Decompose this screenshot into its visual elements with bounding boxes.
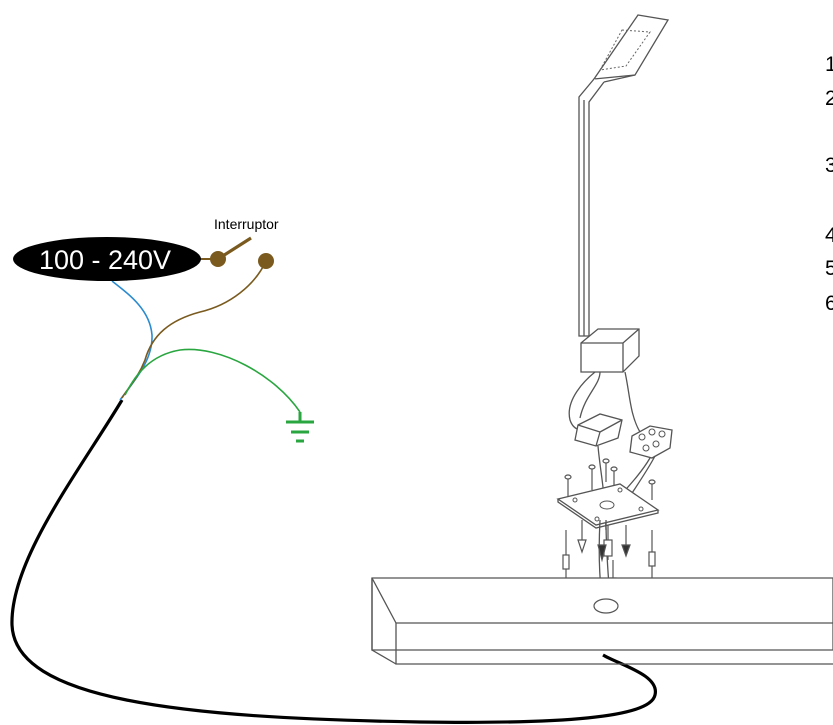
cable-hole [593,598,619,614]
part-number: 2 [825,87,833,110]
live-wire [121,260,267,399]
part-number: 4 [825,224,833,247]
led-driver [574,413,623,447]
wall-slab [371,577,833,651]
shower-column [578,78,605,337]
ground-wire [124,348,301,413]
part-number: 5 [825,257,833,280]
main-cable [10,399,657,724]
voltage-label: 100 - 240V [39,245,171,275]
shower-head [592,14,670,80]
part-number: 3 [825,154,833,177]
ground-symbol-icon [286,412,314,443]
switch-icon [210,236,274,269]
part-number: 1 [825,53,833,76]
part-number: 6 [825,292,833,315]
power-source [13,237,201,281]
junction-box [580,328,640,373]
switch-label: Interruptor [214,216,279,232]
shower-head-nozzles [599,29,651,71]
